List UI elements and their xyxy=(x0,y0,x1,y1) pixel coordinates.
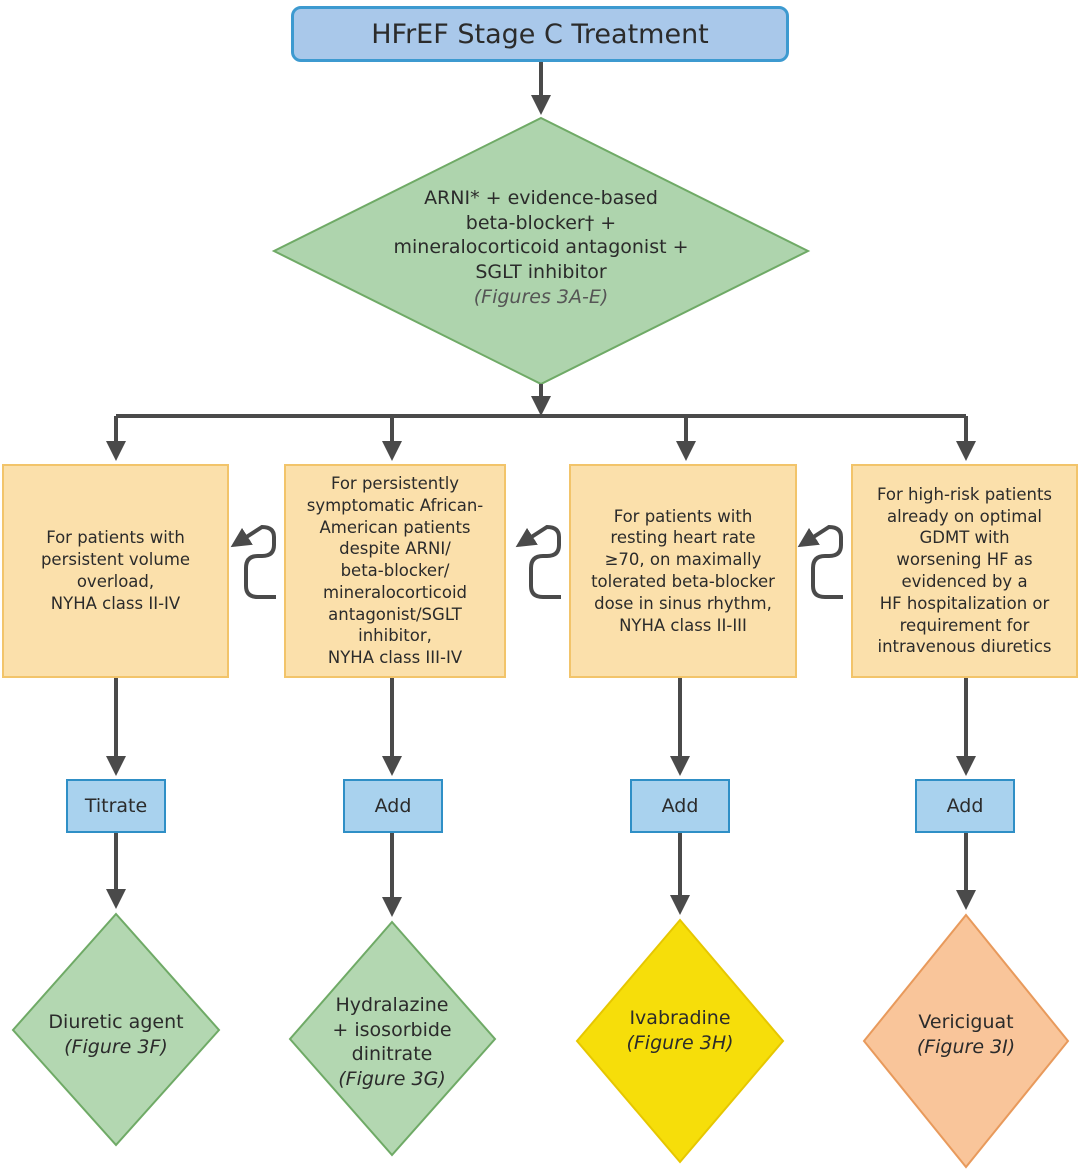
outcome-line: Diuretic agent xyxy=(48,1011,184,1033)
outcome-diamond-ivabradine xyxy=(575,918,785,1164)
outcome-line: + isosorbide xyxy=(332,1018,452,1041)
main-line-3: mineralocorticoid antagonist + xyxy=(393,236,689,259)
outcome-line: Ivabradine xyxy=(629,1007,731,1029)
action-box-add-ivabradine: Add xyxy=(630,779,730,833)
action-box-titrate: Titrate xyxy=(66,779,166,833)
action-label: Titrate xyxy=(84,795,148,817)
diagram-title: HFrEF Stage C Treatment xyxy=(371,18,709,50)
condition-text: For patients with persistent volume over… xyxy=(40,528,191,613)
condition-box-african-american: For persistently symptomatic African- Am… xyxy=(284,464,506,678)
outcome-label-ivabradine: Ivabradine (Figure 3H) xyxy=(580,1006,780,1055)
action-label: Add xyxy=(946,795,984,817)
outcome-label-diuretic: Diuretic agent (Figure 3F) xyxy=(16,1010,216,1059)
outcome-line: Vericiguat xyxy=(918,1011,1014,1033)
action-label: Add xyxy=(374,795,412,817)
outcome-figure-ref: (Figure 3F) xyxy=(64,1035,168,1058)
outcome-figure-ref: (Figure 3G) xyxy=(338,1068,446,1091)
outcome-diamond-vericiguat xyxy=(862,913,1070,1169)
action-box-add-vericiguat: Add xyxy=(915,779,1015,833)
main-line-4: SGLT inhibitor xyxy=(475,261,607,284)
main-figure-ref: (Figures 3A-E) xyxy=(473,285,609,308)
condition-text: For persistently symptomatic African- Am… xyxy=(306,474,484,668)
connector-lines xyxy=(106,62,976,917)
title-box: HFrEF Stage C Treatment xyxy=(291,6,789,62)
condition-box-heart-rate: For patients with resting heart rate ≥70… xyxy=(569,464,797,678)
outcome-diamond-hydralazine xyxy=(288,920,497,1157)
main-line-1: ARNI* + evidence-based xyxy=(424,187,658,209)
bidirectional-arrow-2-3 xyxy=(515,524,561,599)
outcome-diamond-diuretic xyxy=(11,912,221,1147)
bidirectional-arrow-3-4 xyxy=(797,524,843,599)
action-box-add-hydralazine: Add xyxy=(343,779,443,833)
outcome-label-vericiguat: Vericiguat (Figure 3I) xyxy=(866,1010,1066,1059)
outcome-label-hydralazine: Hydralazine + isosorbide dinitrate (Figu… xyxy=(292,993,492,1092)
condition-text: For patients with resting heart rate ≥70… xyxy=(591,506,775,635)
main-decision-text: ARNI* + evidence-based beta-blocker† + m… xyxy=(340,186,742,309)
outcome-line: dinitrate xyxy=(351,1043,433,1066)
bidirectional-arrow-1-2 xyxy=(230,524,276,599)
outcome-figure-ref: (Figure 3H) xyxy=(626,1031,734,1054)
condition-box-volume-overload: For patients with persistent volume over… xyxy=(2,464,229,678)
action-label: Add xyxy=(661,795,699,817)
condition-text: For high-risk patients already on optima… xyxy=(876,484,1053,657)
condition-box-high-risk: For high-risk patients already on optima… xyxy=(851,464,1078,678)
main-line-2: beta-blocker† + xyxy=(465,211,617,234)
outcome-line: Hydralazine xyxy=(335,994,449,1016)
outcome-figure-ref: (Figure 3I) xyxy=(916,1035,1016,1058)
